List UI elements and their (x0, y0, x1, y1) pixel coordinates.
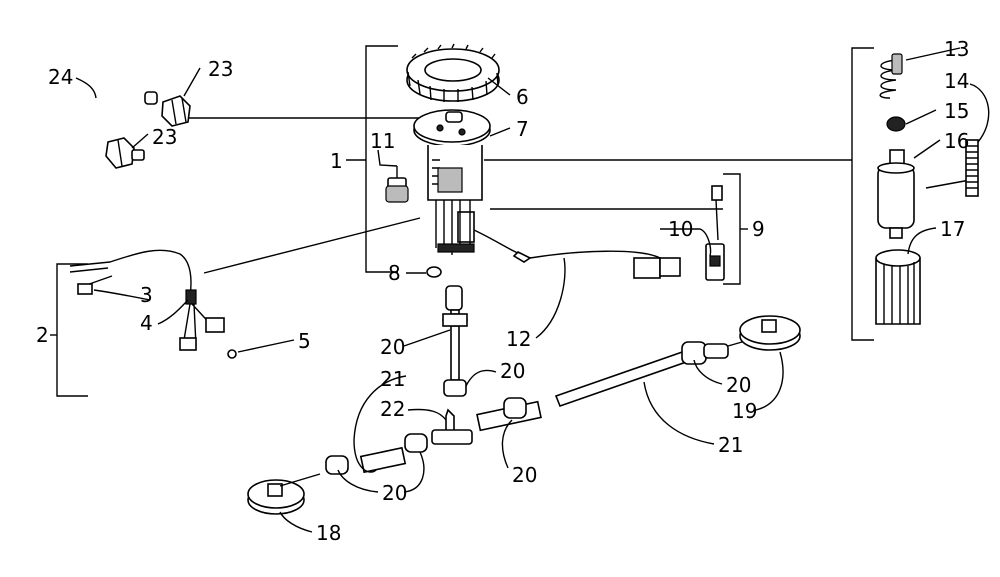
leader-14-curve (969, 83, 990, 143)
hose-nut-23-top (161, 95, 191, 127)
callout-17: 17 (940, 217, 965, 241)
callout-5: 5 (298, 329, 311, 353)
callout-16: 16 (944, 129, 969, 153)
callout-20e: 20 (726, 373, 751, 397)
leader-11 (377, 149, 398, 167)
leader-5 (237, 339, 295, 353)
leader-4 (157, 299, 189, 325)
leader-24 (75, 77, 97, 99)
leader-20e (693, 359, 723, 385)
leader-20c (501, 419, 513, 469)
leader-18 (279, 511, 313, 533)
callout-4: 4 (140, 311, 153, 335)
leader-10 (660, 228, 712, 257)
callout-11: 11 (370, 129, 395, 153)
o-ring-8 (426, 266, 442, 278)
callout-23-top: 23 (208, 57, 233, 81)
callout-23-bottom: 23 (152, 125, 177, 149)
callout-7: 7 (516, 117, 529, 141)
leader-19 (755, 351, 784, 411)
leader-12 (535, 257, 566, 339)
leader-23-top (183, 67, 201, 97)
callout-21a: 21 (380, 367, 405, 391)
clamp-20-upper (442, 313, 468, 327)
callout-21b: 21 (718, 433, 743, 457)
callout-3: 3 (140, 283, 153, 307)
leader-20d (337, 451, 425, 493)
callout-12: 12 (506, 327, 531, 351)
harness-lead-12 (512, 250, 681, 279)
leader-harness (203, 217, 421, 274)
leader-17 (907, 227, 937, 255)
leader-22 (407, 408, 447, 421)
pump-filter-17 (875, 249, 921, 325)
wiring-harness-2 (69, 249, 237, 359)
callout-20d: 20 (382, 481, 407, 505)
leader-16 (913, 139, 941, 159)
callout-8: 8 (388, 261, 401, 285)
leader-14 (925, 179, 971, 189)
fuel-pump-module-7 (413, 109, 521, 255)
bracket-pump-kit (851, 47, 874, 341)
cushion-15 (886, 116, 906, 132)
leader-23-bottom (131, 133, 149, 149)
callout-15: 15 (944, 99, 969, 123)
tee-fitting-22 (431, 408, 473, 445)
fitting-11 (385, 166, 409, 203)
leader-3 (93, 289, 151, 301)
leader-13 (905, 47, 961, 61)
leader-21b (643, 381, 715, 445)
callout-13: 13 (944, 37, 969, 61)
hose-20-right (476, 397, 542, 432)
callout-20b: 20 (500, 359, 525, 383)
callout-24: 24 (48, 65, 73, 89)
lock-ring-6 (406, 43, 500, 102)
clamp-20-middle (443, 379, 467, 397)
callout-22: 22 (380, 397, 405, 421)
leader-20a (403, 329, 451, 347)
bracket-harness-2 (50, 263, 88, 397)
hose-nut-23-bottom (105, 137, 145, 169)
callout-2: 2 (36, 323, 49, 347)
callout-1: 1 (330, 149, 343, 173)
leader-21a (353, 375, 407, 473)
strainer-14 (965, 139, 979, 197)
callout-20c: 20 (512, 463, 537, 487)
pickup-tube-21-vertical (445, 285, 463, 381)
hose-20-left (325, 433, 428, 475)
leader-7 (489, 127, 511, 137)
spring-13 (879, 53, 903, 99)
leader-20b (465, 369, 497, 387)
pickup-18 (247, 473, 321, 515)
callout-18: 18 (316, 521, 341, 545)
bracket-assembly-1 (346, 45, 398, 273)
bracket-sender-9 (723, 173, 748, 285)
callout-6: 6 (516, 85, 529, 109)
callout-10: 10 (668, 217, 693, 241)
tube-21-long (554, 341, 729, 408)
fuel-pump-16 (877, 149, 915, 239)
leader-6 (487, 77, 511, 96)
callout-14: 14 (944, 69, 969, 93)
callout-20a: 20 (380, 335, 405, 359)
callout-9: 9 (752, 217, 765, 241)
pickup-19 (727, 315, 801, 351)
fuel-hose-24 (84, 91, 158, 152)
callout-19: 19 (732, 399, 757, 423)
sender-unit-9 (705, 185, 725, 281)
leader-15 (905, 109, 937, 125)
